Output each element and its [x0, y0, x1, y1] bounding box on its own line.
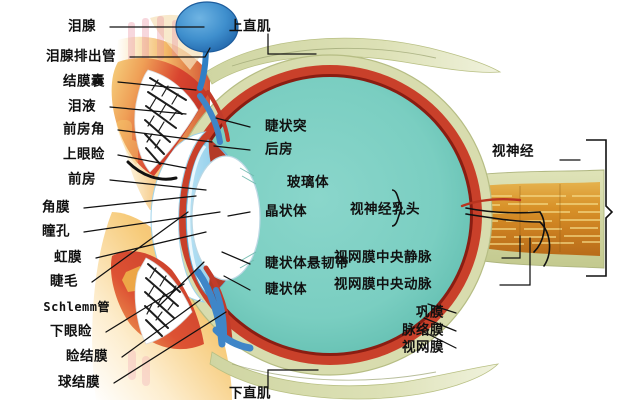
- label-upper-eyelid: 上眼睑: [63, 146, 105, 163]
- label-vitreous-body: 玻璃体: [287, 174, 329, 191]
- label-posterior-chamber: 后房: [265, 141, 293, 158]
- anterior-segment: [150, 131, 261, 303]
- label-conjunctival-sac: 结膜囊: [63, 73, 105, 90]
- label-eyelash: 睫毛: [50, 273, 78, 290]
- braces: [391, 139, 614, 277]
- label-pupil: 瞳孔: [42, 223, 70, 240]
- label-ciliary-process: 睫状突: [265, 118, 307, 135]
- label-superior-rectus: 上直肌: [229, 18, 271, 35]
- lens-shape: [191, 155, 261, 281]
- label-sclera: 巩膜: [416, 304, 444, 321]
- label-inferior-rectus: 下直肌: [229, 385, 271, 402]
- label-choroid: 脉络膜: [402, 322, 444, 339]
- label-ciliary-zonule: 睫状体悬韧带: [265, 255, 349, 272]
- upper-eyelid: [111, 57, 208, 181]
- label-schlemm-canal: Schlemm管: [43, 300, 110, 314]
- label-lower-eyelid: 下眼睑: [50, 323, 92, 340]
- label-cornea: 角膜: [42, 199, 70, 216]
- vitreous-body-fill: [190, 77, 470, 353]
- label-anterior-chamber-angle: 前房角: [63, 121, 105, 138]
- label-tear-fluid: 泪液: [68, 98, 96, 115]
- extraocular-muscles: [205, 37, 502, 400]
- optic-disc-brace: [391, 189, 403, 227]
- label-optic-disc: 视神经乳头: [350, 201, 420, 218]
- label-retina: 视网膜: [402, 339, 444, 356]
- label-central-retinal-artery: 视网膜中央动脉: [334, 276, 432, 293]
- conjunctival-vessels: [197, 90, 230, 337]
- label-ciliary-body: 睫状体: [265, 281, 307, 298]
- leader-lines: [83, 26, 581, 389]
- label-bulbar-conjunctiva: 球结膜: [58, 374, 100, 391]
- label-iris: 虹膜: [54, 249, 82, 266]
- label-lacrimal-gland: 泪腺: [68, 18, 96, 35]
- label-lacrimal-duct: 泪腺排出管: [46, 48, 116, 65]
- label-optic-nerve: 视神经: [492, 143, 534, 160]
- label-lens: 晶状体: [265, 203, 307, 220]
- eyeball-wall: [167, 54, 493, 376]
- label-central-retinal-vein: 视网膜中央静脉: [334, 249, 432, 266]
- optic-nerve-brace: [586, 139, 614, 277]
- label-palpebral-conjunctiva: 睑结膜: [66, 348, 108, 365]
- central-retinal-vessels: [460, 198, 551, 267]
- label-anterior-chamber: 前房: [68, 171, 96, 188]
